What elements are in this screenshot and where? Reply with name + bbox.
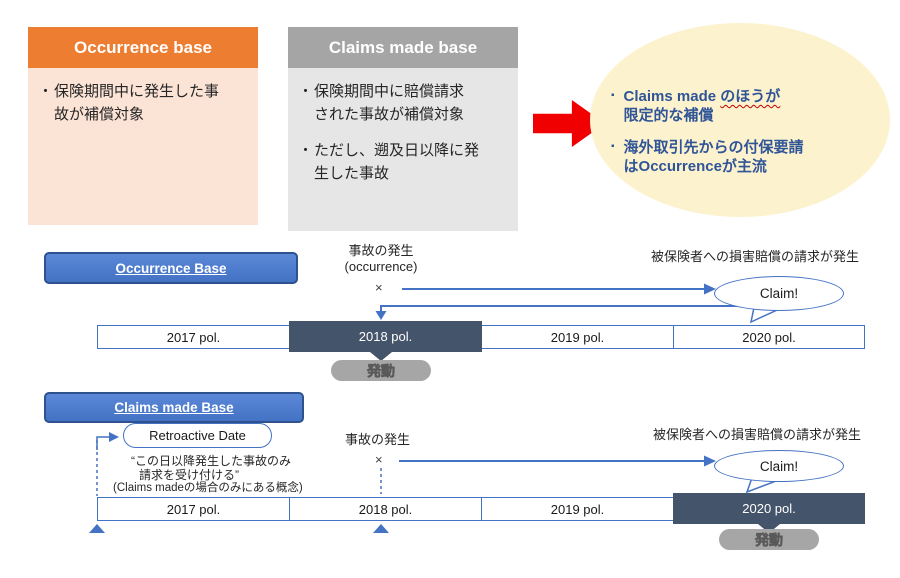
policy-box-2018: 2018 pol.	[289, 497, 482, 521]
policy-box-2017: 2017 pol.	[97, 497, 290, 521]
retroactive-quote-line2: 請求を受け付ける”	[139, 468, 239, 482]
square-bullet-icon: ▪	[611, 141, 615, 153]
bullet-marker: ・	[298, 141, 314, 159]
claims-claim-note: 被保険者への損害賠償の請求が発生	[653, 427, 862, 442]
claims-card-bullet-2: ただし、遡及日以降に発生した事故	[314, 141, 480, 182]
bullet-marker: ・	[38, 83, 54, 100]
conclusion-item-2: ▪ 海外取引先からの付保要請はOccurrenceが主流	[611, 139, 804, 176]
claims-activation-pill: 発動	[719, 529, 819, 550]
claims-card-bullet-1: 保険期間中に賠償請求された事故が補償対象	[314, 83, 465, 124]
retroactive-date-pill: Retroactive Date	[123, 423, 272, 448]
conclusion-text: ▪ Claims made のほうが限定的な補償 ▪ 海外取引先からの付保要請は…	[611, 87, 873, 176]
bullet-marker: ・	[298, 83, 314, 100]
claims-made-card-body: ・ 保険期間中に賠償請求された事故が補償対象 ・ ただし、遡及日以降に発生した事…	[288, 68, 518, 231]
occurrence-card-title: Occurrence base	[74, 37, 212, 57]
list-item: ・ 保険期間中に賠償請求された事故が補償対象	[298, 80, 510, 127]
list-item: ・ ただし、遡及日以降に発生した事故	[298, 139, 510, 186]
policy-box-2020: 2020 pol.	[673, 325, 865, 349]
occurrence-card: Occurrence base ・ 保険期間中に発生した事故が補償対象	[28, 27, 258, 225]
list-item: ・ 保険期間中に発生した事故が補償対象	[38, 80, 250, 127]
policy-box-2017: 2017 pol.	[97, 325, 290, 349]
occurrence-card-bullet: 保険期間中に発生した事故が補償対象	[54, 83, 220, 124]
claims-made-card: Claims made base ・ 保険期間中に賠償請求された事故が補償対象 …	[288, 27, 518, 231]
occurrence-base-label: Occurrence Base	[44, 252, 298, 284]
claims-event-title: 事故の発生	[345, 432, 411, 447]
policy-box-2020-active: 2020 pol.	[673, 493, 865, 524]
retroactive-quote-line1: “この日以降発生した事故のみ	[131, 454, 291, 468]
conclusion-item-1: ▪ Claims made のほうが限定的な補償	[611, 88, 781, 125]
claims-made-card-title: Claims made base	[328, 37, 478, 57]
policy-box-2019: 2019 pol.	[481, 497, 674, 521]
claims-x-marker: ×	[375, 452, 383, 467]
occurrence-claim-note: 被保険者への損害賠償の請求が発生	[651, 249, 860, 264]
claims-made-base-label: Claims made Base	[44, 392, 304, 423]
claims-claim-bubble: Claim!	[714, 450, 844, 482]
occurrence-activation-pill: 発動	[331, 360, 431, 381]
conclusion-ellipse	[590, 23, 890, 217]
retroactive-quote-line3: (Claims madeの場合のみにある概念)	[113, 482, 303, 494]
occurrence-card-header: Occurrence base	[28, 27, 258, 68]
occurrence-claim-bubble: Claim!	[714, 276, 844, 311]
policy-box-2019: 2019 pol.	[481, 325, 674, 349]
occurrence-card-body: ・ 保険期間中に発生した事故が補償対象	[28, 68, 258, 225]
occurrence-event-title: 事故の発生 (occurrence)	[344, 243, 418, 274]
square-bullet-icon: ▪	[611, 90, 615, 101]
claims-made-card-header: Claims made base	[288, 27, 518, 68]
occurrence-x-marker: ×	[375, 280, 383, 295]
policy-box-2018-active: 2018 pol.	[289, 321, 482, 352]
